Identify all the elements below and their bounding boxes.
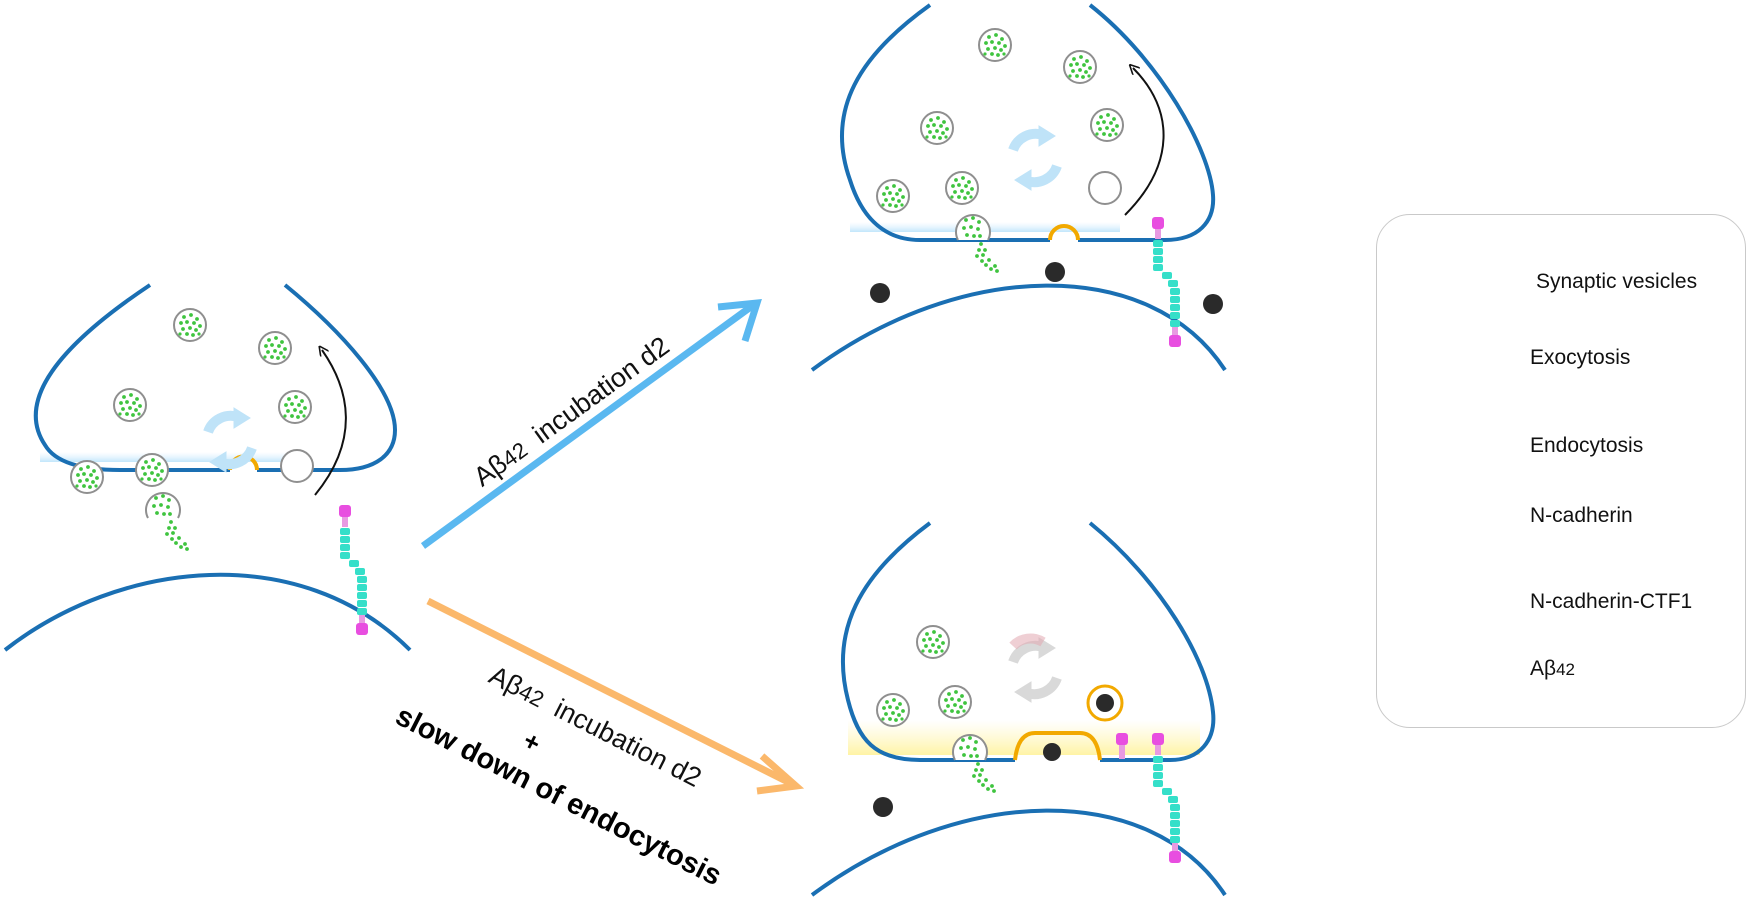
- synapse-left: [3, 283, 412, 652]
- synapse-top-right: [810, 3, 1227, 372]
- arrow-top: [420, 298, 762, 549]
- arrow-bottom: [426, 597, 805, 795]
- legend-exocytosis-label: Exocytosis: [1530, 346, 1631, 369]
- legend-abeta-subscript: 42: [1556, 660, 1576, 679]
- presynaptic-membrane-bottom: [840, 521, 1216, 762]
- presynaptic-membrane-left: [33, 283, 398, 472]
- recycling-cycle-left: [206, 408, 252, 472]
- postsynaptic-membrane-top: [810, 283, 1227, 372]
- legend-abeta-prefix: Aβ: [1530, 657, 1557, 680]
- synapse-bottom-right: [810, 521, 1227, 897]
- legend-abeta-label: Aβ42: [1530, 657, 1575, 681]
- legend-synaptic-vesicles-label: Synaptic vesicles: [1536, 270, 1698, 293]
- postsynaptic-membrane-left: [3, 572, 412, 652]
- postsynaptic-membrane-bottom: [810, 808, 1227, 897]
- legend-ctf1-label: N-cadherin-CTF1: [1530, 590, 1693, 613]
- presynaptic-membrane-top: [840, 3, 1216, 242]
- legend-box: [1376, 214, 1746, 728]
- legend-endocytosis-label: Endocytosis: [1530, 434, 1644, 457]
- legend-ncadherin-label: N-cadherin: [1530, 504, 1633, 527]
